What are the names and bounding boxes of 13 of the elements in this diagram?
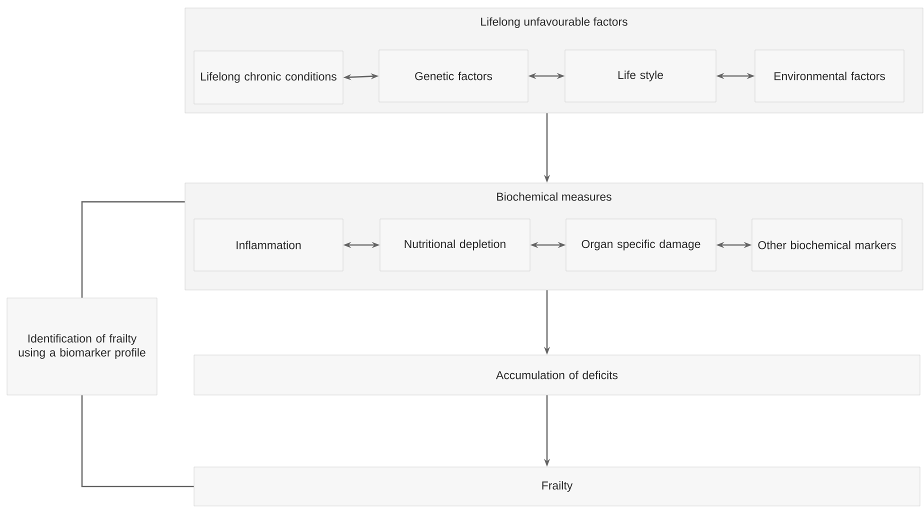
process-box: Nutritional depletion <box>380 218 530 272</box>
process-box: Inflammation <box>194 218 344 272</box>
process-box: Lifelong chronic conditions <box>194 50 344 104</box>
process-box: Frailty <box>194 466 920 506</box>
process-box: Environmental factors <box>754 50 904 102</box>
process-box: Genetic factors <box>378 50 528 102</box>
process-box: Accumulation of deficits <box>194 354 920 396</box>
process-box: Other biochemical markers <box>752 218 902 272</box>
connector-line <box>81 201 185 298</box>
process-box: Organ specific damage <box>566 218 716 272</box>
process-box: Life style <box>564 50 716 102</box>
process-box: Identification of frailty using a biomarker profile <box>6 298 158 396</box>
connector-line <box>81 395 194 488</box>
